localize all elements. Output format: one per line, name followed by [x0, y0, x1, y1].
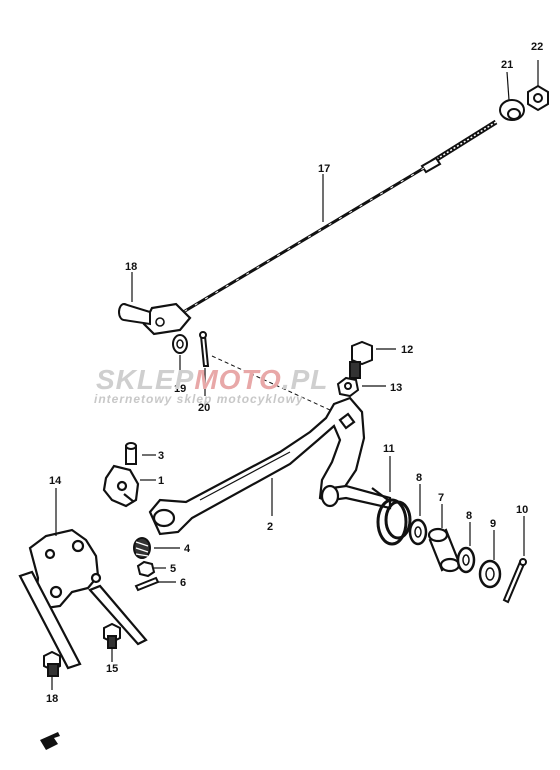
callout-6: 6 [180, 577, 186, 589]
part-4-spring [133, 537, 151, 559]
part-21-collar [499, 99, 525, 121]
part-22-nut [527, 84, 549, 112]
callout-18-top: 18 [125, 261, 137, 273]
callout-labels: 22 21 17 18 12 13 19 20 3 1 14 2 11 8 7 … [46, 41, 543, 705]
part-11-spring [371, 487, 412, 546]
part-15-bolt [103, 622, 121, 649]
callout-19: 19 [174, 383, 186, 395]
callout-3: 3 [158, 450, 164, 462]
part-17-brake-rod [142, 119, 498, 336]
callout-15: 15 [106, 663, 118, 675]
part-5-nut [136, 560, 156, 578]
callout-9: 9 [490, 518, 496, 530]
callout-11: 11 [383, 443, 395, 455]
part-1-clevis [102, 464, 140, 508]
callout-4: 4 [184, 543, 191, 555]
front-direction-arrow-icon [40, 732, 60, 750]
watermark-brand-left: SKLEP [96, 364, 195, 395]
part-9-washer [478, 559, 502, 589]
part-20-cotter-pin [199, 331, 210, 367]
watermark-brand-right: .PL [281, 364, 329, 395]
part-14-bracket [18, 528, 148, 670]
part-18-bolt-bottom [43, 650, 61, 677]
callout-2: 2 [267, 521, 273, 533]
part-10-cotter-pin [502, 558, 527, 604]
part-2-brake-lever [148, 396, 392, 536]
callout-17: 17 [318, 163, 330, 175]
part-18-pin-top [118, 303, 151, 326]
callout-20: 20 [198, 402, 210, 414]
callout-12: 12 [401, 344, 413, 356]
callout-5: 5 [170, 563, 176, 575]
callout-8-a: 8 [416, 472, 422, 484]
watermark-brand: SKLEPMOTO.PL [96, 364, 328, 396]
part-8-washer-b [456, 546, 476, 574]
callout-8-b: 8 [466, 510, 472, 522]
callout-7: 7 [438, 492, 444, 504]
part-19-washer [172, 334, 188, 354]
part-7-bushing [427, 527, 461, 573]
callout-1: 1 [158, 475, 164, 487]
watermark-brand-accent: MOTO [194, 364, 282, 395]
callout-21: 21 [501, 59, 513, 71]
part-3-pin [125, 442, 137, 465]
callout-22: 22 [531, 41, 543, 53]
callout-10: 10 [516, 504, 528, 516]
callout-13: 13 [390, 382, 402, 394]
part-8-washer-a [408, 518, 428, 546]
callout-18-bottom: 18 [46, 693, 58, 705]
watermark-tagline: internetowy sklep motocyklowy [94, 392, 304, 406]
callout-14: 14 [49, 475, 62, 487]
part-12-bolt [349, 340, 373, 379]
part-13-nut [336, 376, 360, 398]
part-6-cotter-pin [134, 576, 160, 592]
